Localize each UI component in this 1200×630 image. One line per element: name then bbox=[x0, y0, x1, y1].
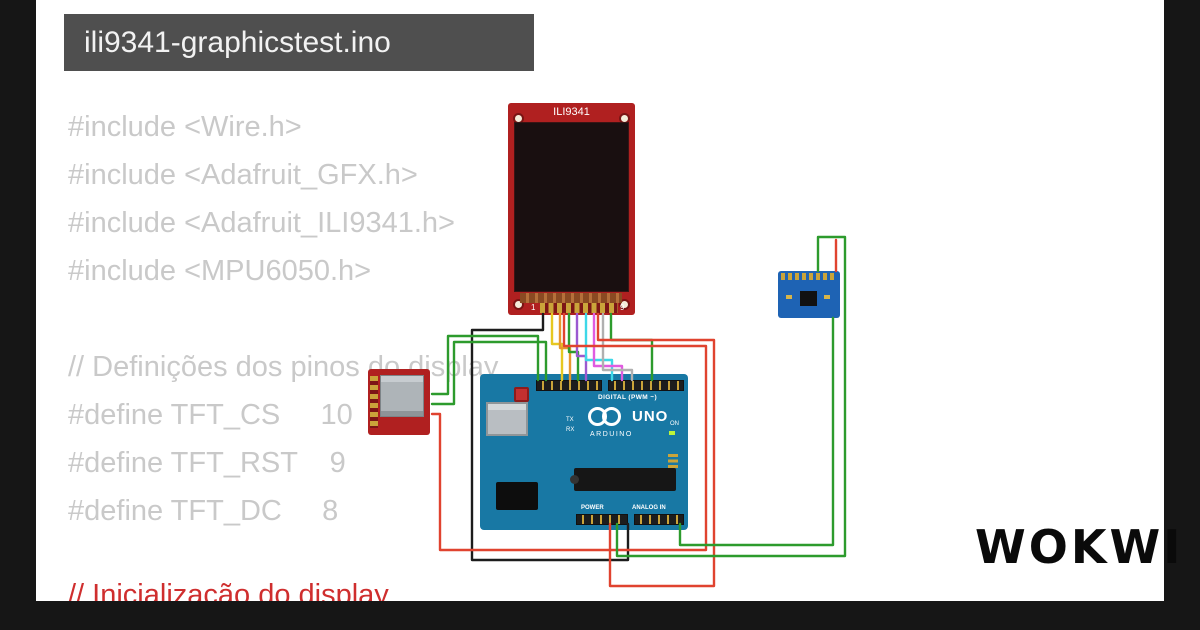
digital-pins-label: DIGITAL (PWM ~) bbox=[598, 394, 658, 401]
power-pins-label: POWER bbox=[581, 505, 604, 511]
code-line: #include <Wire.h> bbox=[68, 111, 302, 143]
ili9341-display-module[interactable]: ILI9341 1 9 bbox=[508, 103, 635, 315]
sd-card-slot bbox=[380, 375, 424, 417]
analog-pins-label: ANALOG IN bbox=[632, 505, 666, 511]
usb-connector bbox=[486, 402, 528, 436]
digital-pin-header-right[interactable] bbox=[608, 380, 684, 391]
board-name-label: UNO bbox=[632, 408, 669, 425]
display-pin-header[interactable] bbox=[540, 303, 618, 313]
mounting-hole bbox=[513, 299, 524, 310]
pin-number-first: 1 bbox=[531, 303, 536, 312]
code-line: #include <MPU6050.h> bbox=[68, 255, 372, 287]
microsd-module[interactable] bbox=[368, 369, 430, 435]
sketch-title-bar: ili9341-graphicstest.ino bbox=[64, 14, 534, 71]
tft-screen bbox=[514, 122, 629, 292]
reset-button[interactable] bbox=[514, 387, 529, 402]
pin-number-last: 9 bbox=[620, 303, 625, 312]
mpu-chip bbox=[800, 291, 817, 306]
digital-pin-header-left[interactable] bbox=[536, 380, 602, 391]
arduino-infinity-logo bbox=[588, 407, 621, 426]
mpu6050-module[interactable] bbox=[778, 271, 840, 318]
power-jack bbox=[496, 482, 538, 510]
sketch-filename: ili9341-graphicstest.ino bbox=[84, 25, 391, 59]
analog-pin-header[interactable] bbox=[634, 514, 684, 525]
smd-component bbox=[824, 295, 830, 299]
arduino-uno-board[interactable]: DIGITAL (PWM ~) UNO ARDUINO TX RX ON POW… bbox=[480, 374, 688, 530]
flex-connector bbox=[520, 293, 622, 303]
code-line: #define TFT_RST 9 bbox=[68, 447, 346, 479]
rx-label: RX bbox=[566, 427, 575, 433]
code-line: #define TFT_DC 8 bbox=[68, 495, 339, 527]
sd-pin-header[interactable] bbox=[370, 376, 378, 428]
bottom-frame-bar bbox=[0, 601, 1200, 630]
code-line: // Definições dos pinos do display bbox=[68, 351, 499, 383]
code-line: #define TFT_CS 10 bbox=[68, 399, 353, 431]
atmega-chip bbox=[570, 468, 676, 491]
tx-label: TX bbox=[566, 417, 574, 423]
smd-component bbox=[786, 295, 792, 299]
power-pin-header[interactable] bbox=[576, 514, 628, 525]
code-line: #include <Adafruit_GFX.h> bbox=[68, 159, 418, 191]
brand-label: ARDUINO bbox=[590, 431, 633, 438]
wokwi-logo: WOKWI bbox=[975, 520, 1184, 574]
code-line: #include <Adafruit_ILI9341.h> bbox=[68, 207, 455, 239]
mpu-pin-header[interactable] bbox=[781, 273, 837, 280]
on-label: ON bbox=[670, 421, 679, 427]
power-led bbox=[669, 431, 675, 435]
display-module-label: ILI9341 bbox=[553, 106, 590, 118]
